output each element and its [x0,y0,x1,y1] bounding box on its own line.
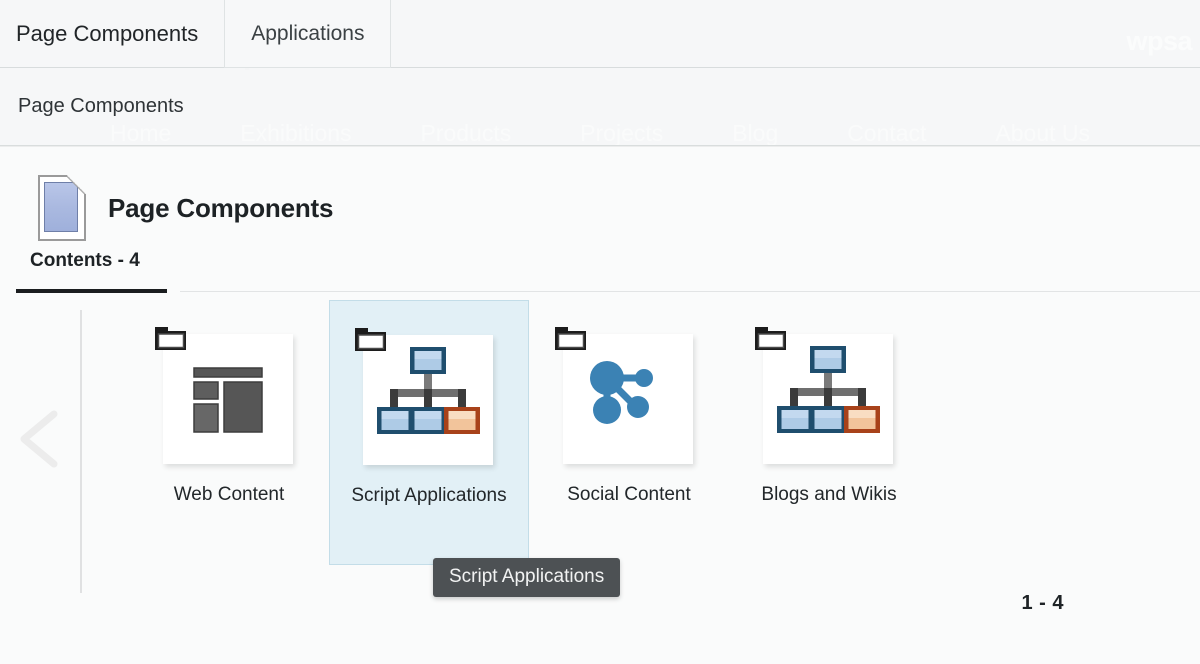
folder-tab-icon [755,327,786,350]
tile-label: Script Applications [351,485,507,506]
dialog-subheader: Page Components [0,68,1200,146]
web-layout-icon [193,367,263,433]
tile-label: Social Content [567,484,691,505]
tab-label: Page Components [16,21,199,46]
tooltip: Script Applications [433,558,621,597]
tab-page-components[interactable]: Page Components [0,0,224,68]
subheader-title: Page Components [18,95,184,117]
tile-label: Blogs and Wikis [761,484,897,505]
thumbnail [155,327,295,466]
tile-label: Web Content [173,484,285,505]
thumbnail [355,328,495,467]
hierarchy-icon [777,346,880,433]
pagination-indicator: 1 - 4 [1021,592,1064,614]
page-title: Page Components [108,192,334,223]
folder-tab-icon [355,328,386,351]
gallery-tile-script-applications[interactable]: Script Applications [329,300,529,565]
gallery-tile-web-content[interactable]: Web Content [129,300,329,565]
contents-tab-active-underline [16,289,167,293]
contents-tab-row: Contents - 4 [0,250,1200,300]
contents-tab-rule [180,291,1200,292]
share-network-icon [590,361,653,424]
gallery-tile-social-content[interactable]: Social Content [529,300,729,565]
tabstrip-filler [391,0,1200,68]
folder-tab-icon [155,327,186,350]
folder-tab-icon [555,327,586,350]
gallery-divider [80,310,82,593]
gallery-tile-blogs-and-wikis[interactable]: Blogs and Wikis [729,300,929,565]
page-document-icon [38,174,87,241]
component-gallery: Web Content [0,300,1200,620]
tab-contents[interactable]: Contents - 4 [30,250,140,271]
thumbnail [555,327,695,466]
tab-label: Applications [251,21,365,45]
thumbnail [755,327,895,466]
hierarchy-icon [377,347,480,434]
gallery-tiles: Web Content [129,300,929,565]
chevron-left-icon[interactable] [10,408,64,470]
page-header: Page Components [0,147,1200,242]
tab-applications[interactable]: Applications [224,0,392,68]
window-tabstrip: Page Components Applications [0,0,1200,68]
